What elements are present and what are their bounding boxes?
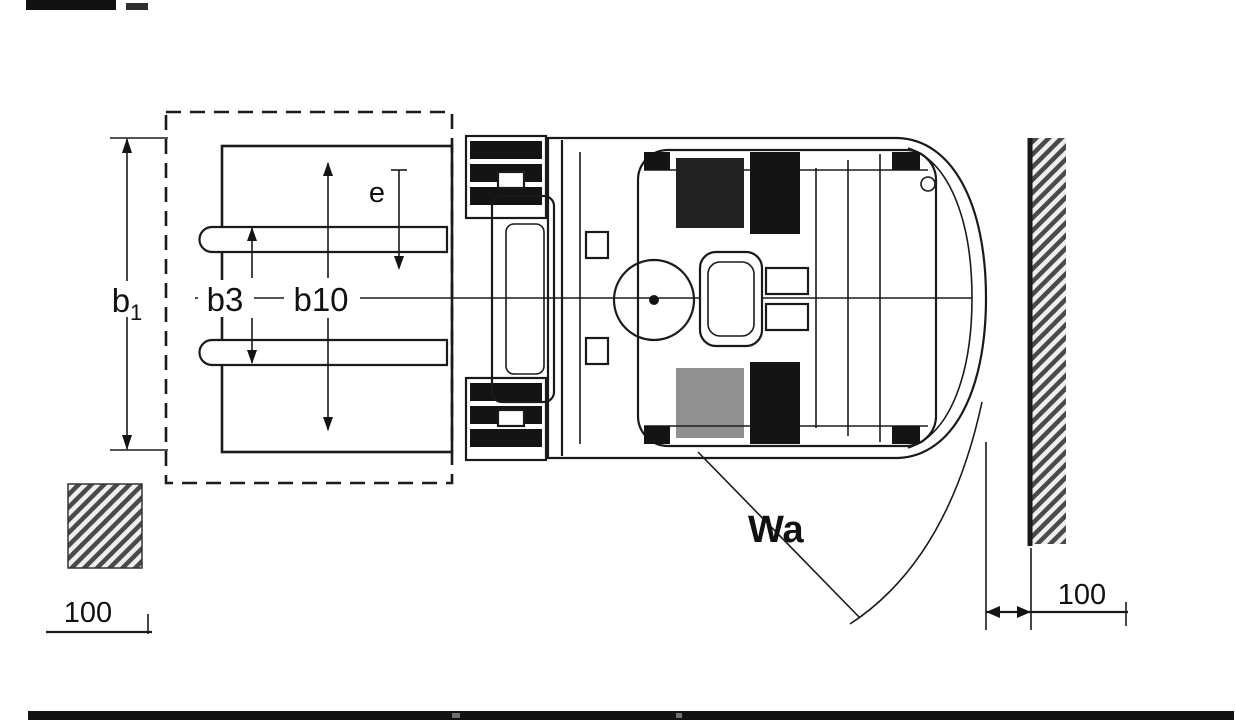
steer-wheel-bottom [764,302,810,332]
label-b1: b1 [112,282,143,325]
fork-upper [198,225,449,254]
dimension-b10 [323,162,333,431]
guard-leg-front-top [644,152,670,170]
label-e: e [369,177,385,209]
overhead-guard [636,148,938,448]
steering-wheel [612,258,696,342]
arrowhead-down [323,417,333,431]
arrowhead-right [1017,606,1031,618]
arrowhead-down [394,256,404,270]
counterweight-inner-curve [907,147,973,449]
load-outline-dashed-rect [164,110,454,485]
turning-radius-annotation: Wa [697,401,983,625]
label-mask-b10 [284,280,360,317]
rear-detail-circle [920,176,936,192]
engine-housing-bottom [676,368,744,438]
dimension-b1 [110,137,168,451]
body-outline [546,136,988,460]
dimension-b3 [247,227,257,364]
arrowhead-down [122,435,132,450]
bottom-band-gap [676,713,682,718]
operator-seat [698,250,764,348]
steering-hub [649,295,659,305]
label-b3: b3 [207,281,244,318]
label-b1-sub: 1 [130,300,142,325]
carriage-plate [490,194,556,404]
wa-leader-line [697,451,861,619]
label-mask-b3 [198,280,254,317]
fork-lower [198,338,449,367]
arrowhead-left [986,606,1000,618]
arrowhead-up [247,227,257,241]
dimension-left-clearance: 100 [46,597,152,634]
guard-leg-rear-bottom [892,426,920,444]
tire-tread [470,383,542,401]
engine-housing-top [676,158,744,228]
arrowhead-up [122,138,132,153]
scan-artifacts [26,0,1234,720]
block-hatch [67,483,143,569]
label-right-clearance: 100 [1058,579,1106,611]
aisle-wall-right [1027,138,1066,546]
obstacle-block-left [67,483,143,569]
guard-leg-rear-top [892,152,920,170]
bottom-scan-band [28,711,1234,720]
tire-tread [470,141,542,159]
operator-seat-inner [707,261,755,337]
dimension-e [391,169,407,270]
guard-leg-front-bottom [644,426,670,444]
label-b10: b10 [293,281,348,318]
label-b1-base: b [112,282,130,319]
steer-wheel-top [764,266,810,296]
forklift-body [464,134,988,462]
tilt-cylinder-top [584,230,610,260]
tilt-cylinder-bottom [584,336,610,366]
carriage-hook-bottom [496,408,526,428]
top-left-artifact [26,0,116,10]
label-mask-b1 [104,281,150,317]
wall-hatch [1030,138,1066,544]
label-wa: Wa [748,509,804,551]
carriage-plate-inner [505,223,545,375]
wa-arc [849,401,983,625]
arrowhead-down [247,350,257,364]
carriage-hook-top [496,170,526,190]
wheel-housing-bottom [750,362,800,444]
dimension-right-clearance: 100 [985,442,1128,630]
bottom-band-gap [452,713,460,718]
top-left-artifact-small [126,3,148,10]
arrowhead-up [323,162,333,176]
tire-tread [470,429,542,447]
wheel-housing-top [750,152,800,234]
label-left-clearance: 100 [64,597,112,629]
